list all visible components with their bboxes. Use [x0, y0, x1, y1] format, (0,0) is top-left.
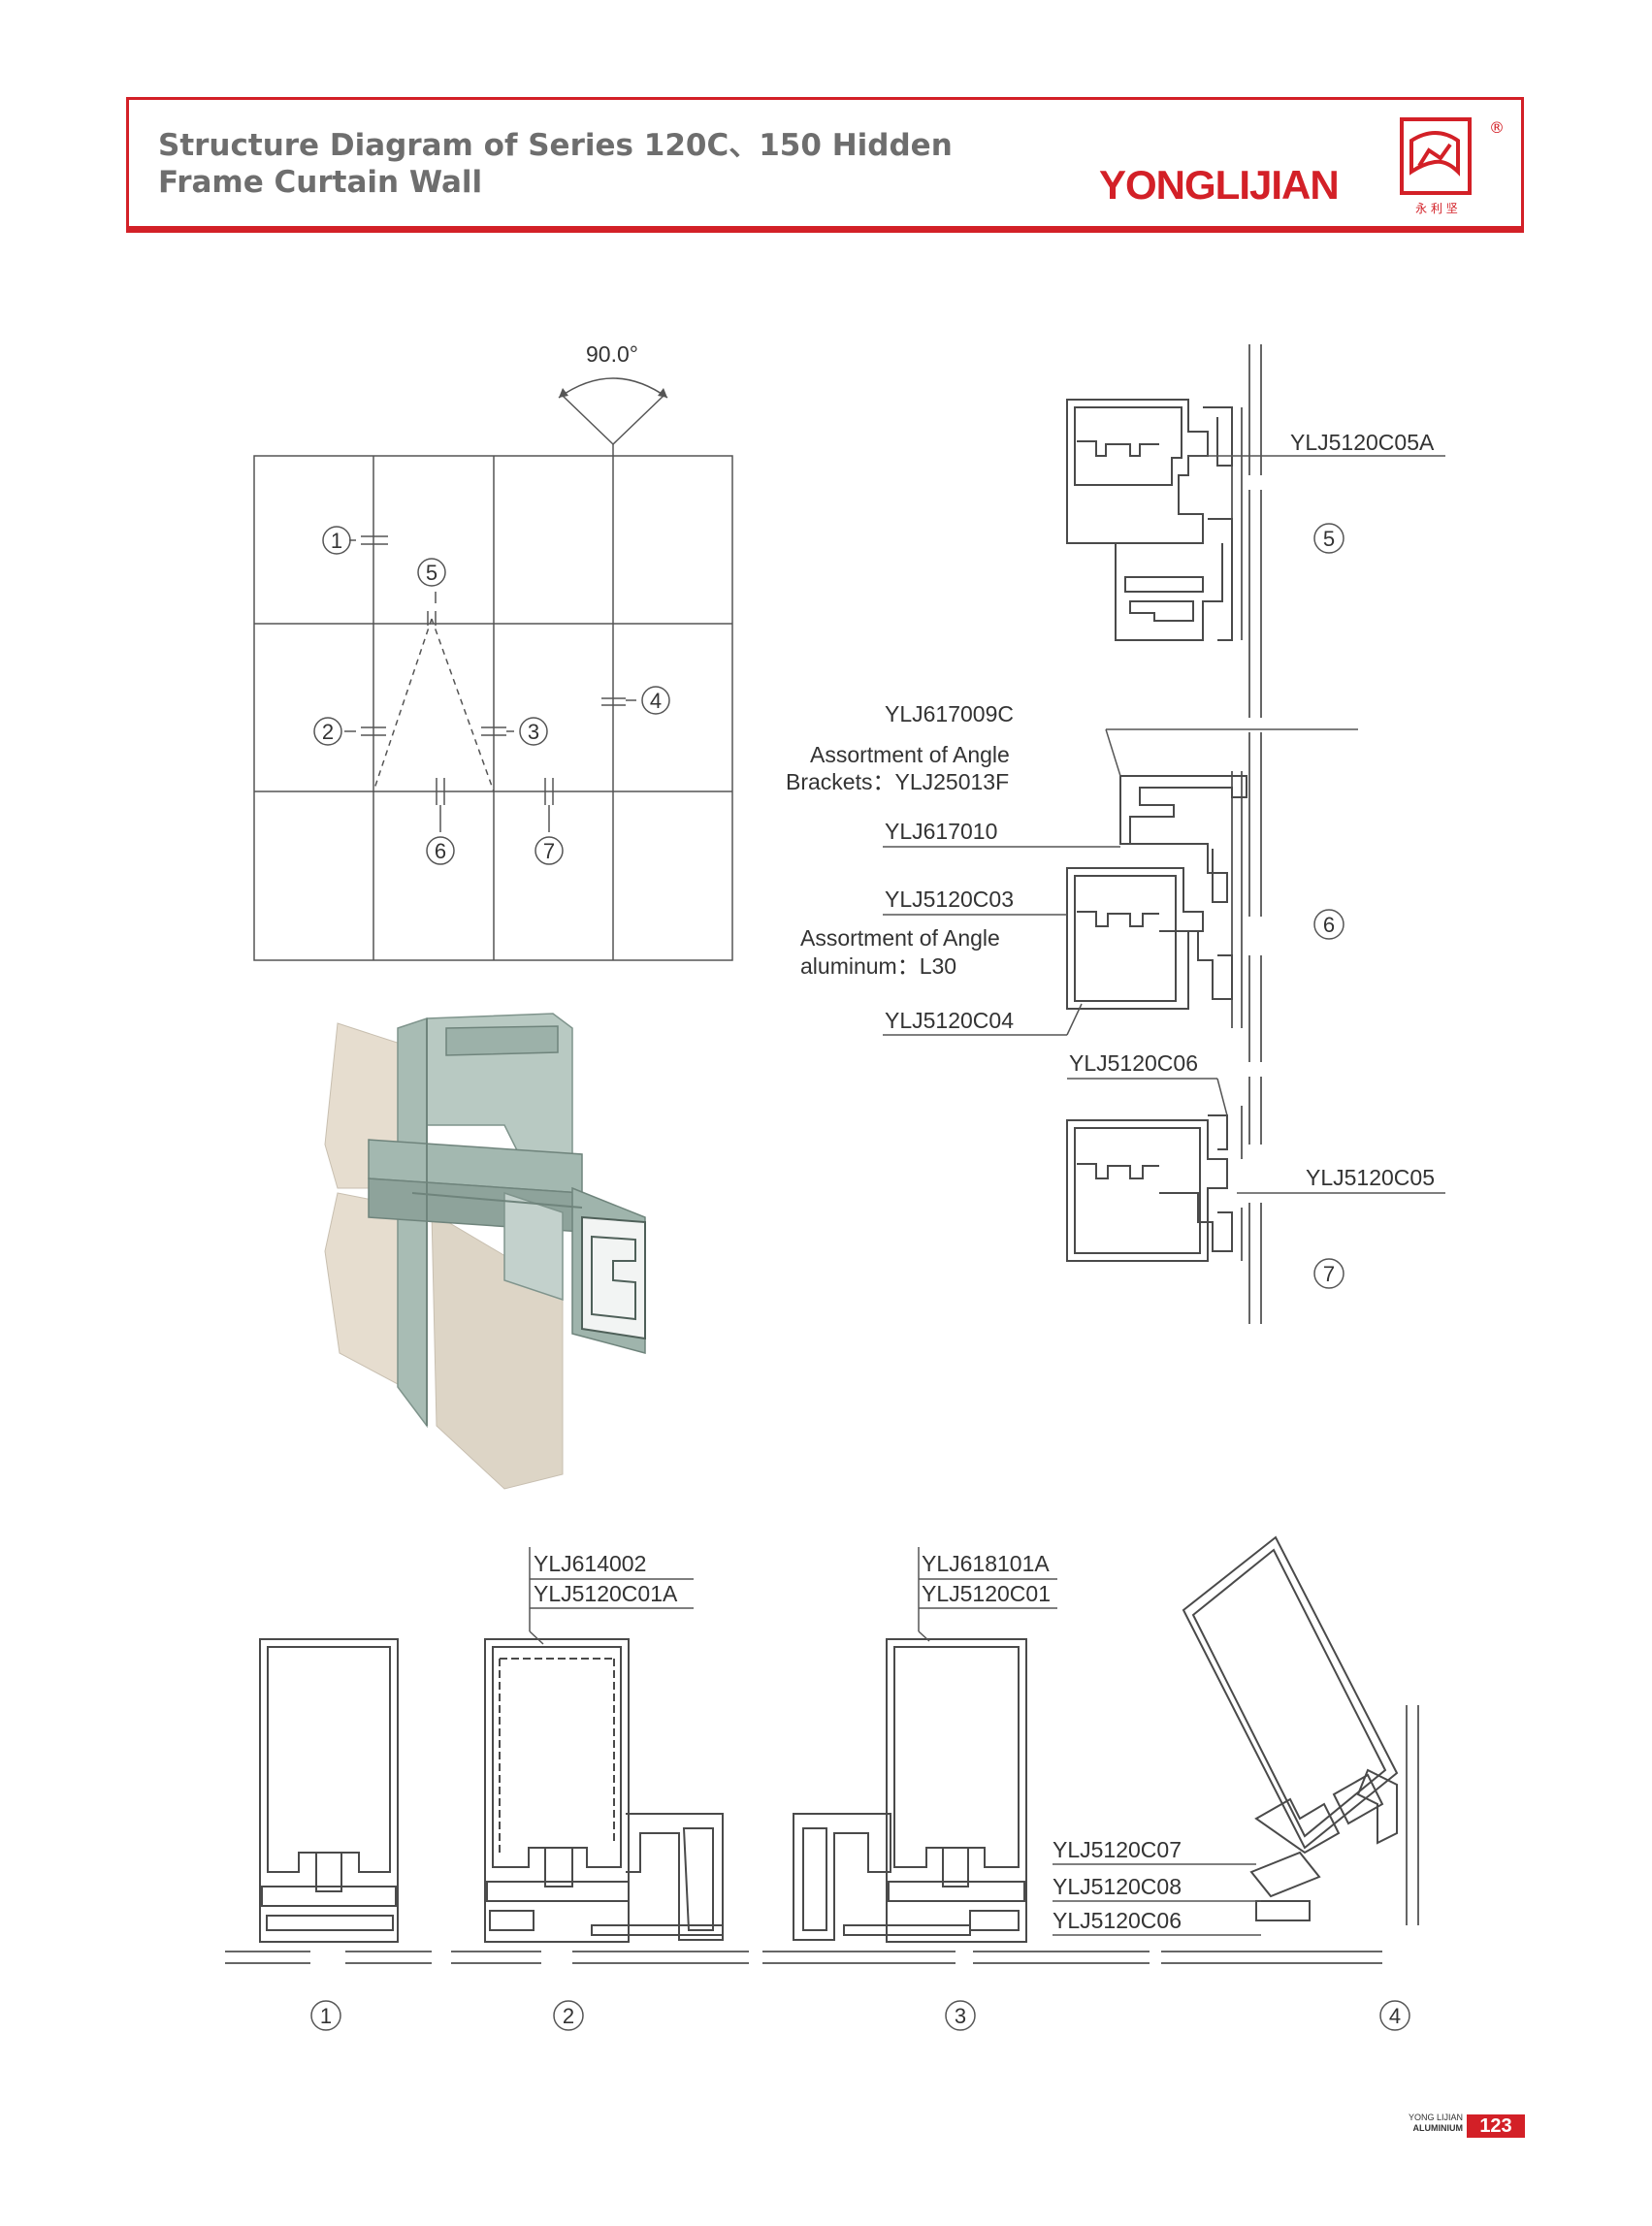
svg-text:6: 6	[435, 839, 446, 863]
detail-5-label: YLJ5120C05A	[1290, 430, 1435, 455]
svg-text:5: 5	[1323, 527, 1335, 551]
detail-6-label-8: YLJ5120C04	[885, 1008, 1014, 1033]
angle-label: 90.0°	[586, 341, 638, 367]
logo-subtext: 永 利 坚	[1415, 202, 1458, 215]
svg-text:2: 2	[563, 2004, 574, 2028]
detail-6-label-5: YLJ5120C03	[885, 887, 1014, 912]
footer-brand-line-1: YONG LIJIAN	[1408, 2113, 1463, 2122]
svg-text:3: 3	[528, 720, 539, 744]
angle-indicator: 90.0°	[558, 341, 668, 456]
detail-7-label-2: YLJ5120C05	[1306, 1165, 1435, 1190]
bottom-marker-4: 4	[1379, 2000, 1410, 2031]
bottom-4-label-1: YLJ5120C07	[1053, 1837, 1182, 1862]
elevation-marker-2: 2	[313, 717, 342, 746]
svg-text:4: 4	[650, 689, 662, 713]
footer-brand-line-2: ALUMINIUM	[1412, 2123, 1464, 2133]
elevation-marker-3: 3	[519, 717, 548, 746]
detail-marker-5: 5	[1313, 523, 1344, 554]
svg-text:3: 3	[955, 2004, 966, 2028]
bottom-3-label-1: YLJ618101A	[922, 1551, 1050, 1576]
svg-text:7: 7	[543, 839, 555, 863]
elevation-marker-4: 4	[641, 686, 670, 715]
svg-text:2: 2	[322, 720, 334, 744]
detail-6-label-2: Assortment of Angle	[810, 742, 1010, 767]
elevation-view: 90.0° 1 5	[253, 341, 733, 961]
detail-6-profile	[883, 728, 1358, 1036]
bottom-4-label-3: YLJ5120C06	[1053, 1908, 1182, 1933]
bottom-profile-2	[484, 1547, 724, 1943]
detail-marker-6: 6	[1313, 909, 1344, 940]
right-section-details: YLJ5120C05A 5 YLJ617009C Assortment of A…	[786, 344, 1445, 1324]
svg-text:4: 4	[1389, 2004, 1401, 2028]
detail-6-label-1: YLJ617009C	[885, 701, 1014, 726]
logo-mark	[1409, 131, 1460, 177]
elevation-marker-7: 7	[534, 836, 564, 865]
dashed-triangle	[373, 618, 495, 792]
svg-text:5: 5	[426, 561, 437, 585]
footer-brand: YONG LIJIAN ALUMINIUM	[1395, 2113, 1463, 2134]
page-header: Structure Diagram of Series 120C、150 Hid…	[126, 97, 1524, 233]
title-line-1: Structure Diagram of Series 120C、150 Hid…	[158, 128, 953, 163]
bottom-2-label-2: YLJ5120C01A	[534, 1581, 678, 1606]
bottom-4-label-2: YLJ5120C08	[1053, 1874, 1182, 1899]
bottom-2-label-1: YLJ614002	[534, 1551, 646, 1576]
detail-marker-7: 7	[1313, 1258, 1344, 1289]
section-cut-marks	[344, 535, 636, 832]
bottom-profile-3	[793, 1547, 1057, 1943]
brand-name: YONGLIJIAN	[1099, 162, 1340, 208]
svg-text:7: 7	[1323, 1262, 1335, 1286]
detail-5-profile	[1066, 399, 1445, 641]
bottom-3-label-2: YLJ5120C01	[922, 1581, 1051, 1606]
bottom-section-details: 1 YLJ614002 YLJ5120C01A 2	[225, 1535, 1419, 2031]
page-title: Structure Diagram of Series 120C、150 Hid…	[158, 127, 953, 201]
detail-7-profile	[1066, 1078, 1445, 1262]
elevation-marker-1: 1	[322, 526, 351, 555]
bottom-profile-4	[1053, 1535, 1399, 1936]
curtain-wall-3d-illustration	[324, 1013, 646, 1490]
bottom-marker-1: 1	[310, 2000, 341, 2031]
svg-text:1: 1	[320, 2004, 332, 2028]
elevation-marker-5: 5	[417, 558, 446, 587]
bottom-profile-1	[259, 1638, 399, 1943]
svg-text:1: 1	[331, 529, 342, 553]
page-number: 123	[1467, 2114, 1525, 2138]
logo-frame	[1400, 117, 1472, 195]
detail-6-label-6: Assortment of Angle	[800, 925, 1000, 951]
svg-text:6: 6	[1323, 913, 1335, 937]
detail-6-label-3: Brackets：YLJ25013F	[786, 769, 1009, 794]
detail-6-label-4: YLJ617010	[885, 819, 997, 844]
title-line-2: Frame Curtain Wall	[158, 165, 483, 200]
registered-mark: ®	[1489, 118, 1505, 137]
detail-6-label-7: aluminum：L30	[800, 953, 956, 979]
elevation-marker-6: 6	[426, 836, 455, 865]
company-logo: 永 利 坚 ®	[1400, 117, 1505, 215]
bottom-marker-3: 3	[945, 2000, 976, 2031]
detail-7-label-1: YLJ5120C06	[1069, 1050, 1198, 1076]
bottom-marker-2: 2	[553, 2000, 584, 2031]
